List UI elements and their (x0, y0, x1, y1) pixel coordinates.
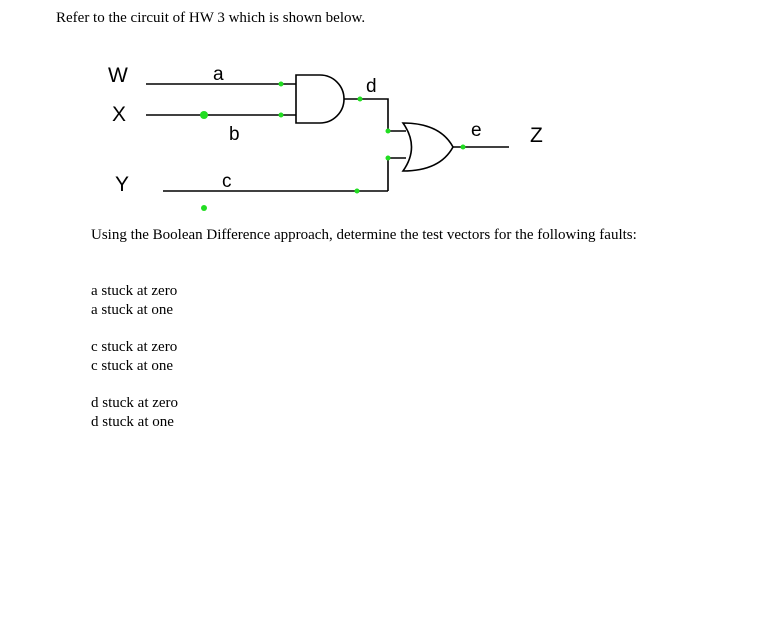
node-c-in (385, 155, 391, 161)
wire-label-c: c (222, 171, 232, 192)
node-b (278, 112, 284, 118)
input-label-y: Y (115, 173, 129, 196)
fault-group-d: d stuck at zero d stuck at one (91, 394, 178, 432)
fault-item: c stuck at one (91, 358, 174, 374)
fault-item: a stuck at one (91, 302, 174, 318)
node-x-split (200, 111, 208, 119)
wire-label-e: e (471, 120, 482, 141)
wire-label-d: d (366, 76, 377, 97)
intro-text: Refer to the circuit of HW 3 which is sh… (56, 10, 366, 26)
and-gate (295, 74, 345, 124)
or-gate (401, 122, 454, 172)
fault-item: c stuck at zero (91, 339, 178, 355)
input-label-w: W (108, 64, 128, 87)
node-d-out (357, 96, 363, 102)
node-a (278, 81, 284, 87)
node-d-in (385, 128, 391, 134)
output-label-z: Z (530, 124, 543, 147)
input-label-x: X (112, 103, 126, 126)
wire-c-to-or (387, 157, 406, 191)
fault-group-a: a stuck at zero a stuck at one (91, 282, 177, 320)
wire-d (344, 98, 406, 132)
node-e (460, 144, 466, 150)
node-stray (201, 205, 207, 211)
fault-item: d stuck at zero (91, 395, 179, 411)
fault-item: d stuck at one (91, 414, 174, 430)
fault-item: a stuck at zero (91, 283, 178, 299)
fault-group-c: c stuck at zero c stuck at one (91, 338, 177, 376)
node-c (354, 188, 360, 194)
question-text: Using the Boolean Difference approach, d… (91, 227, 637, 243)
wire-label-a: a (213, 64, 224, 85)
wire-label-b: b (229, 124, 240, 145)
